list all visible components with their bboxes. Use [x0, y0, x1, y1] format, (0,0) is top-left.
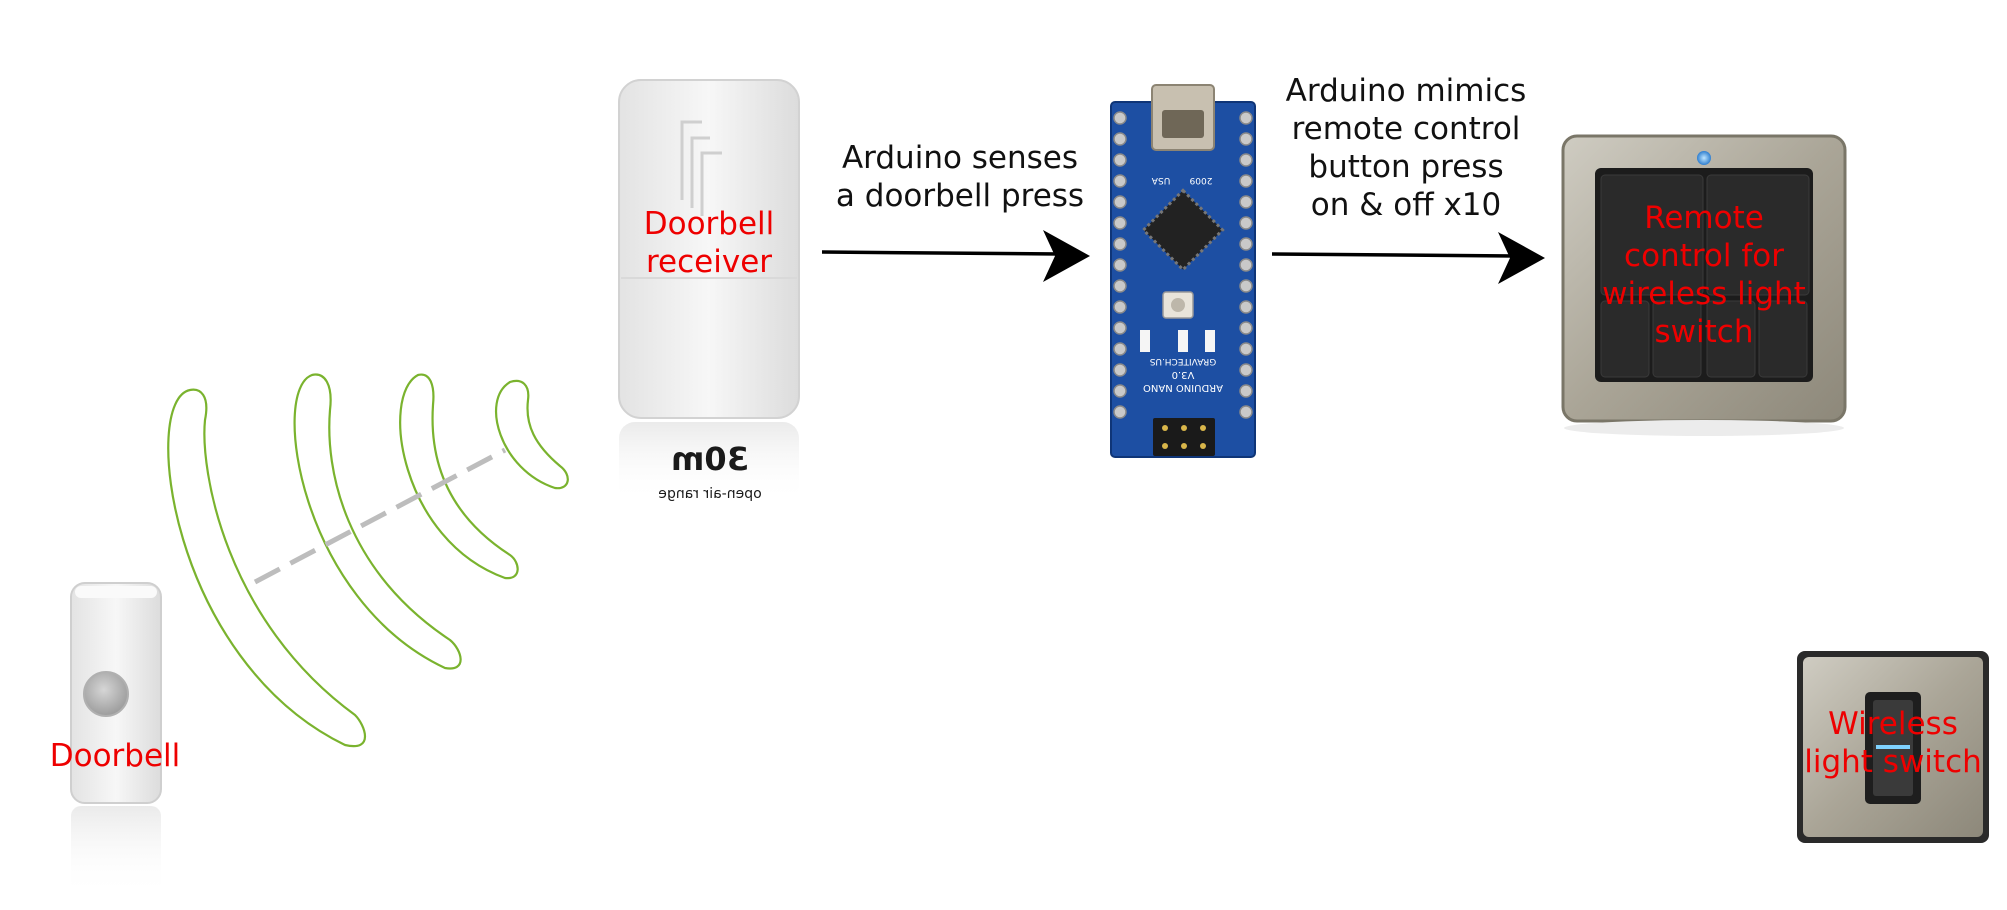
svg-text:2009: 2009	[1189, 175, 1212, 185]
header-pin	[1239, 384, 1253, 398]
header-pin	[1239, 132, 1253, 146]
receiver-device-icon: 30m open-air range	[618, 79, 800, 502]
mimics-annotation-line1: Arduino mimics	[1285, 73, 1527, 109]
switch-label-line2: light switch	[1804, 744, 1982, 780]
header-pin	[1239, 216, 1253, 230]
header-pin	[1239, 258, 1253, 272]
svg-text:ARDUINO NANO: ARDUINO NANO	[1143, 382, 1223, 393]
header-pin	[1239, 321, 1253, 335]
svg-text:V3.0: V3.0	[1172, 369, 1195, 380]
header-pin	[1113, 174, 1127, 188]
header-pin	[1239, 195, 1253, 209]
mimics-annotation-line2: remote control	[1291, 111, 1521, 147]
header-pin	[1113, 237, 1127, 251]
senses-annotation-line1: Arduino senses	[841, 140, 1079, 176]
wave-center-line	[253, 447, 507, 585]
wall-light-switch-icon	[1797, 651, 1989, 843]
receiver-label: Doorbell receiver	[619, 205, 799, 281]
header-pin	[1113, 321, 1127, 335]
receiver-label-line1: Doorbell	[643, 206, 775, 242]
header-pin	[1113, 111, 1127, 125]
header-pin	[1113, 258, 1127, 272]
switch-label: Wireless light switch	[1798, 705, 1988, 781]
header-pin	[1239, 153, 1253, 167]
header-pin	[1113, 363, 1127, 377]
arrow-icon	[1271, 232, 1545, 284]
senses-annotation: Arduino senses a doorbell press	[820, 139, 1100, 215]
svg-text:USA: USA	[1151, 175, 1170, 185]
header-pin	[1113, 279, 1127, 293]
svg-text:GRAVITECH.US: GRAVITECH.US	[1149, 356, 1216, 366]
header-pin	[1113, 405, 1127, 419]
remote-label: Remote control for wireless light switch	[1584, 199, 1824, 351]
receiver-label-line2: receiver	[645, 244, 773, 280]
remote-label-line4: switch	[1654, 314, 1754, 350]
switch-label-line1: Wireless	[1828, 706, 1958, 742]
remote-control-panel-icon	[1561, 134, 1847, 436]
header-pin	[1113, 195, 1127, 209]
header-pin	[1113, 384, 1127, 398]
header-pin	[1239, 342, 1253, 356]
header-pin	[1239, 111, 1253, 125]
header-pin	[1239, 279, 1253, 293]
header-pin	[1113, 342, 1127, 356]
arrow-icon	[821, 230, 1090, 282]
receiver-reflection-text: 30m open-air range	[658, 440, 761, 502]
svg-text:30m: 30m	[671, 440, 749, 478]
remote-label-line2: control for	[1624, 238, 1784, 274]
remote-label-line1: Remote	[1644, 200, 1764, 236]
header-pin	[1113, 153, 1127, 167]
mimics-annotation-line3: button press	[1308, 149, 1504, 185]
header-pin	[1239, 405, 1253, 419]
header-pin	[1239, 300, 1253, 314]
wireless-wave-icon	[167, 373, 569, 748]
arduino-nano-board-icon: ARDUINO NANO V3.0 GRAVITECH.US 2009 USA	[1110, 84, 1256, 458]
mimics-annotation: Arduino mimics remote control button pre…	[1266, 72, 1546, 224]
senses-annotation-line2: a doorbell press	[835, 178, 1085, 214]
mimics-annotation-line4: on & off x10	[1310, 187, 1502, 223]
header-pin	[1113, 300, 1127, 314]
header-pin	[1113, 216, 1127, 230]
svg-text:open-air range: open-air range	[658, 486, 761, 502]
doorbell-button-icon	[70, 582, 162, 896]
header-pin	[1113, 132, 1127, 146]
header-pin	[1239, 174, 1253, 188]
header-pin	[1239, 237, 1253, 251]
header-pin	[1239, 363, 1253, 377]
remote-label-line3: wireless light	[1602, 276, 1806, 312]
doorbell-label: Doorbell	[49, 738, 181, 774]
